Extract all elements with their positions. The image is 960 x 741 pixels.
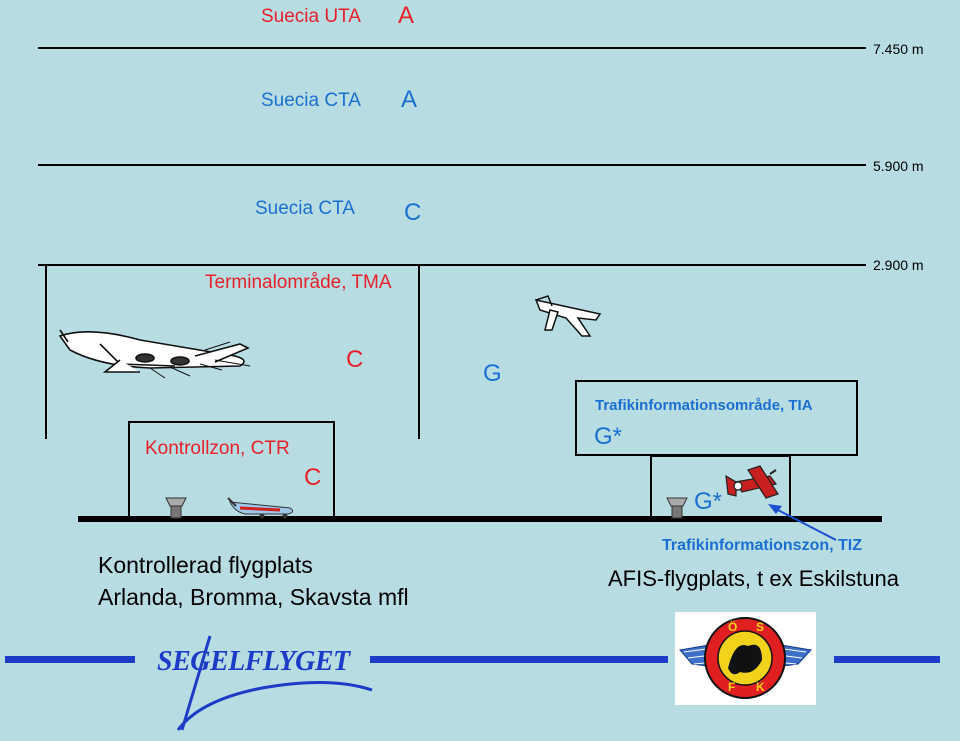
cta-upper-class: A: [401, 86, 418, 113]
ctr-class: C: [304, 464, 322, 491]
altitude-line-7450: [38, 47, 866, 49]
altitude-label-2900: 2.900 m: [873, 257, 924, 273]
altitude-line-2900: [38, 264, 866, 266]
tma-label: Terminalområde, TMA: [205, 272, 392, 293]
segelflyget-swoosh-icon: [176, 635, 373, 731]
airliner-icon: [58, 329, 251, 379]
altitude-label-7450: 7.450 m: [873, 41, 924, 57]
afis-tower-icon: [666, 497, 688, 519]
badge-letter-s: S: [756, 620, 765, 634]
brand-bar-middle: [370, 656, 668, 663]
uta-class: A: [398, 2, 415, 29]
tia-class: G*: [594, 423, 623, 450]
tiz-class: G*: [694, 488, 723, 515]
ctr-label: Kontrollzon, CTR: [145, 438, 290, 459]
uncontrolled-class: G: [483, 360, 502, 387]
glider-icon: [534, 295, 602, 337]
segelflyget-logo-text: SEGELFLYGET: [157, 646, 350, 677]
cta-lower-label: Suecia CTA: [255, 198, 355, 219]
altitude-line-5900: [38, 164, 866, 166]
badge-letter-k: K: [756, 680, 765, 694]
cta-lower-class: C: [404, 199, 422, 226]
brand-bar-right: [834, 656, 940, 663]
afis-airport-label: AFIS-flygplats, t ex Eskilstuna: [608, 566, 899, 591]
altitude-label-5900: 5.900 m: [873, 158, 924, 174]
controlled-airport-examples: Arlanda, Bromma, Skavsta mfl: [98, 584, 409, 610]
ground-line: [78, 516, 882, 522]
badge-letter-f: F: [728, 680, 736, 694]
osfk-badge-icon: [675, 612, 816, 705]
tia-label: Trafikinformationsområde, TIA: [595, 397, 813, 414]
tiz-label: Trafikinformationszon, TIZ: [662, 537, 863, 554]
tiz-arrow: [768, 504, 837, 541]
brand-bar-left: [5, 656, 135, 663]
badge-letter-o: Ö: [728, 620, 738, 634]
tma-class: C: [346, 346, 364, 373]
business-jet-icon: [227, 497, 294, 519]
propeller-plane-icon: [725, 465, 779, 499]
control-tower-icon: [165, 497, 187, 519]
cta-upper-label: Suecia CTA: [261, 90, 361, 111]
ctr-box: [128, 421, 335, 518]
uta-label: Suecia UTA: [261, 6, 361, 27]
tma-box: [45, 264, 420, 439]
controlled-airport-title: Kontrollerad flygplats: [98, 552, 313, 578]
